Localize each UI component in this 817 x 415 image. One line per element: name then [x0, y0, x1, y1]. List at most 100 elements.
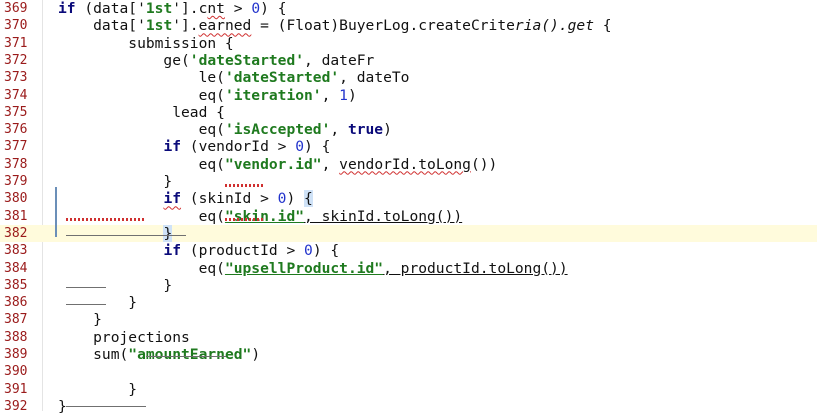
code-token: ()): [470, 155, 498, 173]
code-text[interactable]: if (vendorId > 0) {: [58, 138, 330, 155]
code-token: "skin.id": [224, 207, 305, 225]
code-token: ): [347, 86, 357, 104]
code-text[interactable]: }: [58, 294, 137, 311]
code-token: ,: [321, 155, 340, 173]
code-token: true: [347, 121, 384, 139]
code-token: sum(: [58, 346, 129, 363]
code-token: ): [251, 346, 261, 363]
line-number: 390: [4, 364, 28, 380]
code-token: 1: [339, 86, 348, 104]
code-text[interactable]: lead {: [58, 104, 225, 121]
code-text[interactable]: data['1st'].earned = (Float)BuyerLog.cre…: [58, 17, 611, 35]
code-line[interactable]: 378 eq("vendor.id", vendorId.toLong()): [0, 156, 817, 173]
code-token: 0: [295, 138, 305, 156]
code-line[interactable]: 386 }: [0, 294, 817, 311]
code-text[interactable]: }: [58, 277, 172, 294]
code-token: , productId.toLong()): [383, 259, 568, 277]
line-number: 369: [4, 1, 28, 16]
code-text[interactable]: if (data['1st'].cnt > 0) {: [58, 0, 286, 17]
line-number: 370: [4, 18, 28, 34]
code-token: eq(: [58, 207, 225, 225]
code-line[interactable]: 372 ge('dateStarted', dateFr: [0, 52, 817, 69]
code-line[interactable]: 369 if (data['1st'].cnt > 0) {: [0, 0, 817, 17]
code-token: 'isAccepted': [224, 121, 331, 139]
line-number: 373: [4, 70, 28, 86]
code-line[interactable]: 391 }: [0, 381, 817, 398]
code-text[interactable]: eq("upsellProduct.id", productId.toLong(…: [58, 260, 568, 277]
code-token: eq(: [58, 259, 225, 277]
code-token: if: [58, 0, 76, 17]
code-line[interactable]: 371 submission {: [0, 35, 817, 52]
code-line[interactable]: 383 if (productId > 0) {: [0, 242, 817, 259]
code-token: {: [304, 190, 313, 208]
code-token: 'dateStarted': [189, 51, 305, 69]
code-text[interactable]: if (skinId > 0) {: [58, 190, 313, 208]
code-line[interactable]: 388 projections: [0, 329, 817, 346]
code-text[interactable]: projections: [58, 329, 190, 346]
change-marker: [55, 187, 57, 237]
code-line[interactable]: 385 }: [0, 277, 817, 294]
code-text[interactable]: }: [58, 224, 173, 242]
line-number: 377: [4, 139, 28, 155]
code-text[interactable]: le('dateStarted', dateTo: [58, 69, 410, 87]
code-line[interactable]: 387 }: [0, 311, 817, 328]
code-text[interactable]: }: [58, 173, 172, 190]
code-token: 'dateStarted': [224, 69, 340, 87]
code-text[interactable]: }: [58, 398, 67, 415]
code-token: submission {: [58, 34, 234, 52]
code-line[interactable]: 380 if (skinId > 0) {: [0, 190, 817, 208]
code-line[interactable]: 381 eq("skin.id", skinId.toLong()): [0, 208, 817, 225]
code-line[interactable]: 373 le('dateStarted', dateTo: [0, 69, 817, 86]
line-number: 391: [4, 381, 28, 397]
code-token: }: [58, 380, 138, 398]
code-line[interactable]: 376 eq('isAccepted', true): [0, 121, 817, 138]
code-text[interactable]: ge('dateStarted', dateFr: [58, 52, 374, 69]
code-line[interactable]: 370 data['1st'].earned = (Float)BuyerLog…: [0, 17, 817, 34]
code-token: vendorId.toLong: [339, 155, 471, 173]
code-token: ria().get: [514, 17, 594, 35]
code-token: 0: [251, 0, 261, 17]
code-line[interactable]: 392}: [0, 398, 817, 415]
code-token: earned: [198, 17, 252, 35]
whitespace-marker: [66, 287, 106, 288]
code-token: data[': [58, 17, 146, 35]
line-number: 371: [4, 35, 28, 51]
code-line[interactable]: 389 sum("amountEarned"): [0, 346, 817, 363]
line-number: 388: [4, 329, 28, 345]
line-number: 387: [4, 312, 28, 328]
code-token: ) {: [260, 0, 287, 17]
code-line[interactable]: 374 eq('iteration', 1): [0, 87, 817, 104]
code-token: }: [58, 397, 67, 415]
code-line[interactable]: 384 eq("upsellProduct.id", productId.toL…: [0, 260, 817, 277]
code-text[interactable]: sum("amountEarned"): [58, 346, 260, 363]
code-text[interactable]: eq('isAccepted', true): [58, 121, 392, 138]
code-token: "vendor.id": [224, 155, 322, 173]
code-token: (productId >: [181, 242, 305, 260]
line-number: 372: [4, 52, 28, 68]
code-text[interactable]: if (productId > 0) {: [58, 242, 339, 259]
code-line[interactable]: 377 if (vendorId > 0) {: [0, 138, 817, 155]
code-token: 0: [304, 242, 313, 260]
code-line[interactable]: 375 lead {: [0, 104, 817, 121]
code-line[interactable]: 379 }: [0, 173, 817, 190]
code-text[interactable]: submission {: [58, 34, 234, 52]
code-text[interactable]: }: [58, 381, 137, 398]
code-token: = (Float)BuyerLog.createCrite: [251, 17, 515, 35]
code-line[interactable]: 382 }: [0, 224, 817, 243]
code-token: '].: [172, 17, 199, 35]
code-token: lead {: [58, 103, 225, 121]
code-token: if: [163, 190, 182, 208]
code-text[interactable]: eq('iteration', 1): [58, 87, 357, 104]
code-text[interactable]: eq("skin.id", skinId.toLong()): [58, 207, 463, 225]
code-text[interactable]: }: [58, 311, 102, 328]
code-token: 1st: [145, 17, 173, 35]
code-line[interactable]: 390: [0, 363, 817, 380]
line-number: 386: [4, 295, 28, 311]
line-number: 381: [4, 208, 28, 224]
line-number: 375: [4, 104, 28, 120]
code-text[interactable]: eq("vendor.id", vendorId.toLong()): [58, 155, 498, 173]
line-number: 376: [4, 122, 28, 138]
line-number: 382: [4, 225, 28, 241]
code-token: 1st: [145, 0, 173, 17]
